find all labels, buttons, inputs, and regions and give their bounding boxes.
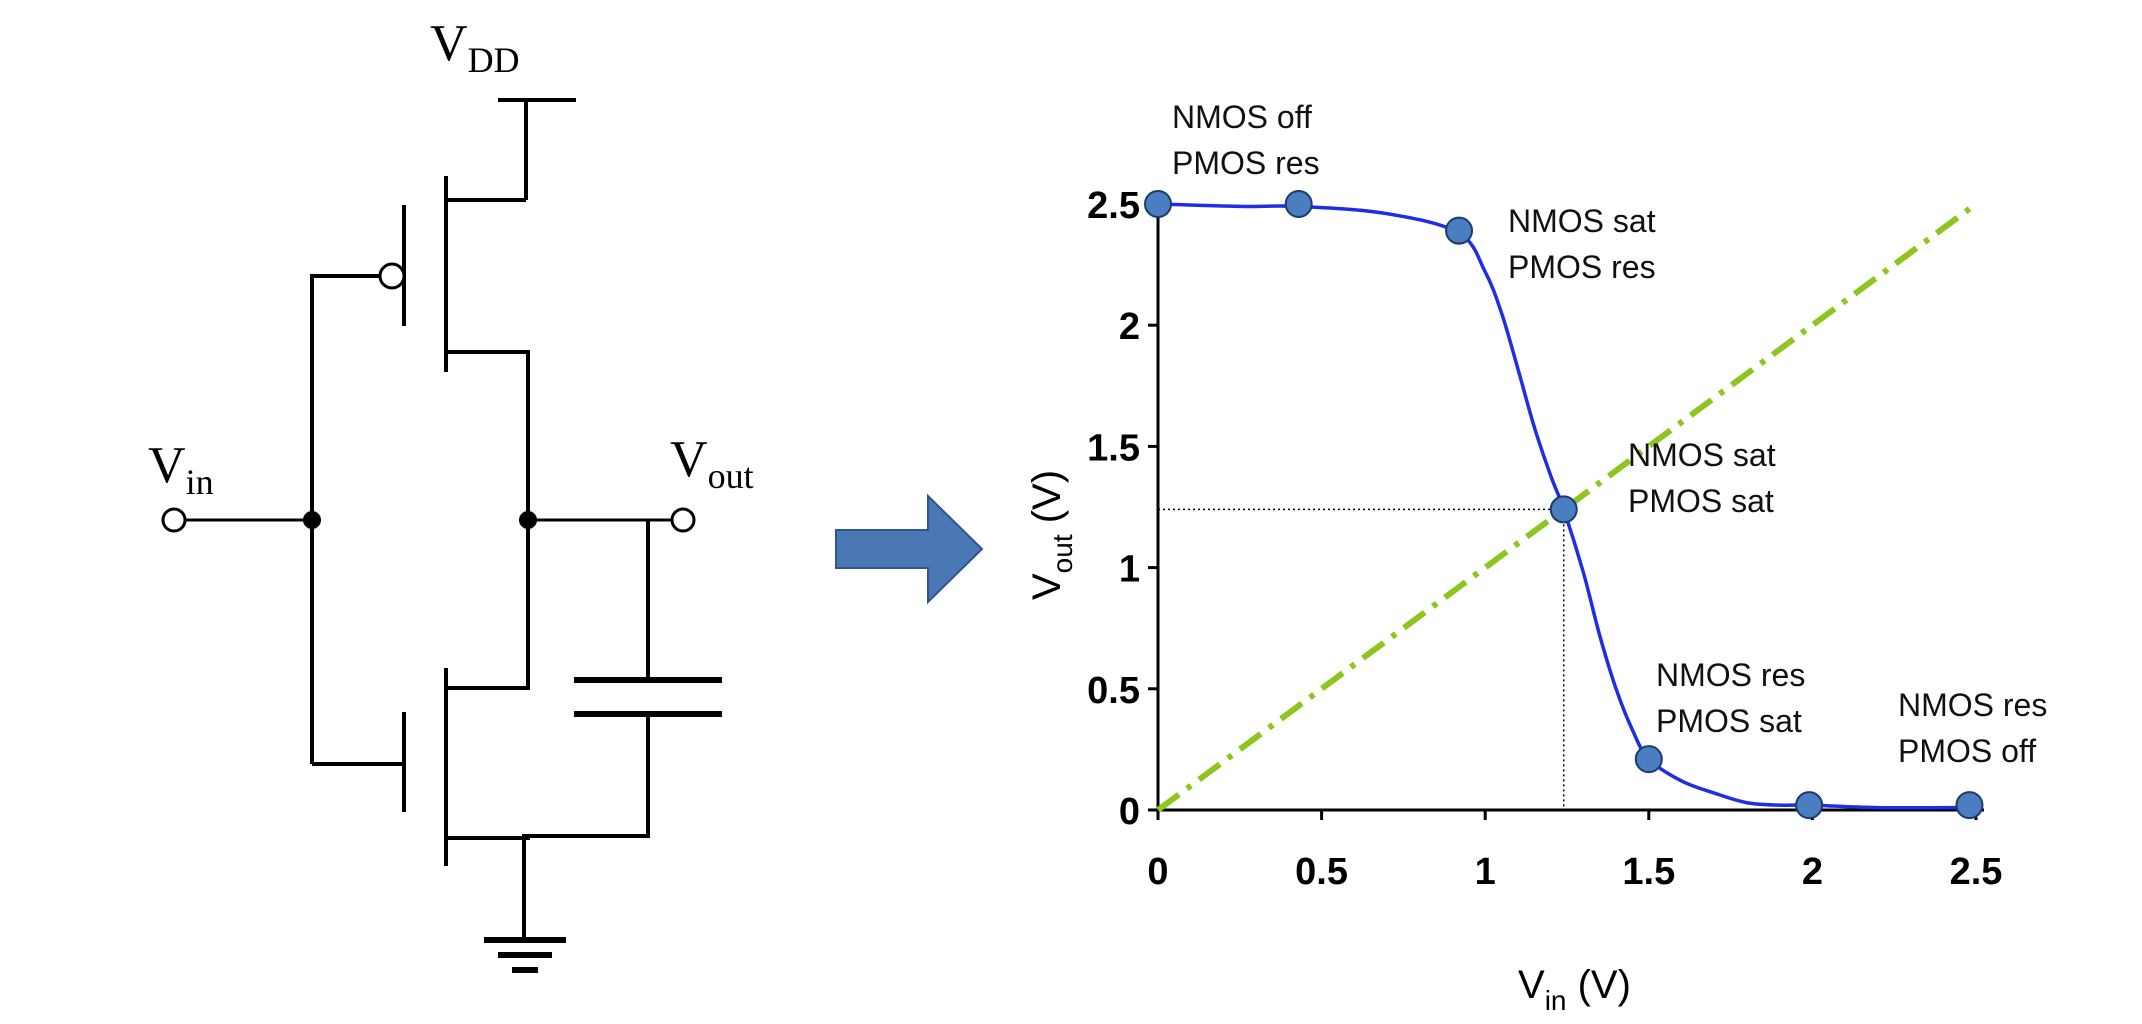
y-tick-label: 0.5: [1087, 670, 1140, 712]
guide-lines: [1158, 508, 1565, 810]
x-tick-label: 0: [1147, 851, 1168, 893]
x-tick-label: 2: [1802, 851, 1823, 893]
operating-region-label: NMOS res: [1656, 657, 1805, 693]
operating-region-label: PMOS res: [1508, 249, 1656, 285]
cmos-inverter-schematic: VDD Vin Vout: [148, 15, 754, 973]
operating-point: [1445, 216, 1474, 245]
nmos-transistor: [402, 668, 530, 866]
y-tick-labels: 0 0.5 1 1.5 2 2.5: [1087, 185, 1158, 833]
y-axis-label: Vout (V): [1025, 470, 1078, 600]
chart-points: [1144, 190, 1984, 820]
operating-point: [1549, 495, 1578, 524]
operating-point: [1284, 190, 1313, 218]
y-tick-label: 0: [1119, 791, 1140, 833]
operating-region-label: NMOS res: [1898, 687, 2047, 723]
operating-region-label: PMOS res: [1172, 145, 1320, 181]
vout-terminal: [670, 507, 696, 533]
vdd-label: VDD: [430, 15, 520, 80]
x-tick-labels: 0 0.5 1 1.5 2 2.5: [1147, 810, 2002, 893]
vtc-curve: [1157, 202, 1970, 810]
pmos-transistor: [310, 176, 530, 372]
vin-junction-dot: [303, 511, 321, 529]
y-tick-label: 1: [1119, 549, 1140, 591]
vout-label: Vout: [670, 431, 754, 496]
operating-region-label: PMOS sat: [1628, 483, 1774, 519]
ground-icon: [484, 836, 566, 973]
operating-region-label: NMOS sat: [1508, 203, 1656, 239]
x-tick-label: 0.5: [1295, 851, 1348, 893]
operating-region-label: PMOS off: [1898, 733, 2036, 769]
x-tick-label: 1: [1475, 851, 1496, 893]
operating-point: [1144, 190, 1172, 218]
load-capacitor: [522, 520, 722, 838]
operating-region-label: NMOS off: [1172, 99, 1312, 135]
operating-point: [1634, 745, 1663, 774]
vin-label: Vin: [148, 437, 214, 502]
x-tick-label: 1.5: [1622, 851, 1675, 893]
vin-terminal: [161, 507, 187, 533]
x-tick-label: 2.5: [1950, 851, 2003, 893]
y-tick-label: 2: [1119, 306, 1140, 348]
y-tick-label: 1.5: [1087, 427, 1140, 469]
x-axis-label: Vin (V): [1518, 963, 1631, 1016]
unity-gain-line: [1156, 201, 1978, 813]
operating-point: [1795, 791, 1824, 820]
pmos-gate-bubble: [378, 262, 406, 290]
chart-series: [1156, 201, 1978, 813]
operating-region-label: PMOS sat: [1656, 703, 1802, 739]
y-tick-label: 2.5: [1087, 185, 1140, 227]
operating-point: [1955, 791, 1984, 820]
right-arrow-icon: [835, 493, 984, 605]
operating-region-label: NMOS sat: [1628, 437, 1776, 473]
